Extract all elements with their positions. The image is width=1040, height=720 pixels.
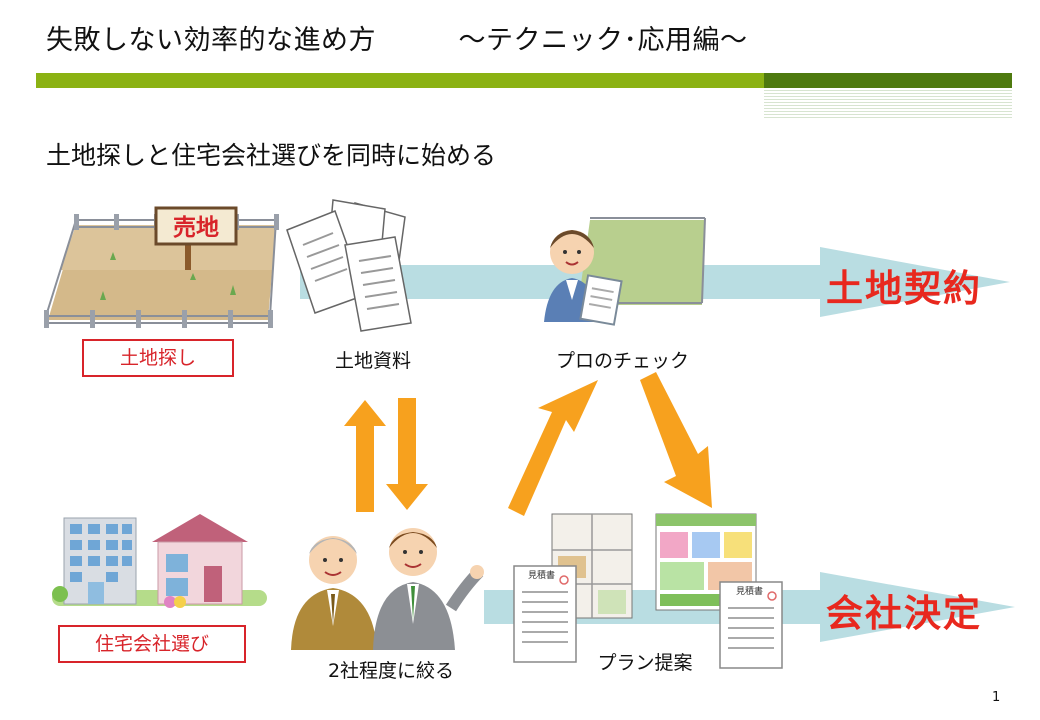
up-arrow-icon [344,400,386,512]
land-flow-arrowhead [820,247,1010,317]
slide-subtitle: 土地探しと住宅会社選びを同時に始める [46,141,497,170]
diagonal-down-arrow-icon [640,372,712,508]
decorative-stripes [764,90,1012,118]
company-flow-arrowhead [820,572,1015,642]
land-plot-illustration: 売地 [44,206,279,328]
documents-illustration [286,199,412,332]
land-contract-result: 土地契約 [826,267,982,310]
page-number: 1 [992,690,1001,705]
title-underline [36,73,764,88]
estimate-doc-title-right: 見積書 [736,585,763,597]
diagonal-up-arrow-icon [508,380,598,516]
pro-check-label: プロのチェック [555,350,689,372]
page-title: 失敗しない効率的な進め方 ～テクニック･応用編～ [46,25,748,56]
flow-arrows [344,372,712,516]
plan-proposal-label: プラン提案 [597,652,693,674]
land-search-label: 土地探し [82,339,234,377]
narrow-to-two-label: 2社程度に絞る [327,660,455,682]
sold-land-sign: 売地 [173,215,219,241]
pro-check-illustration [544,217,706,326]
home-builder-selection-label: 住宅会社選び [58,625,246,663]
buildings-illustration [52,514,267,608]
salespeople-illustration [291,528,484,650]
estimate-doc-title-left: 見積書 [528,569,555,581]
down-arrow-icon [386,398,428,510]
land-documents-label: 土地資料 [334,350,411,372]
title-underline-accent [764,73,1012,88]
plan-proposal-illustration: 見積書 見積書 [513,513,783,669]
company-decision-result: 会社決定 [826,592,982,635]
